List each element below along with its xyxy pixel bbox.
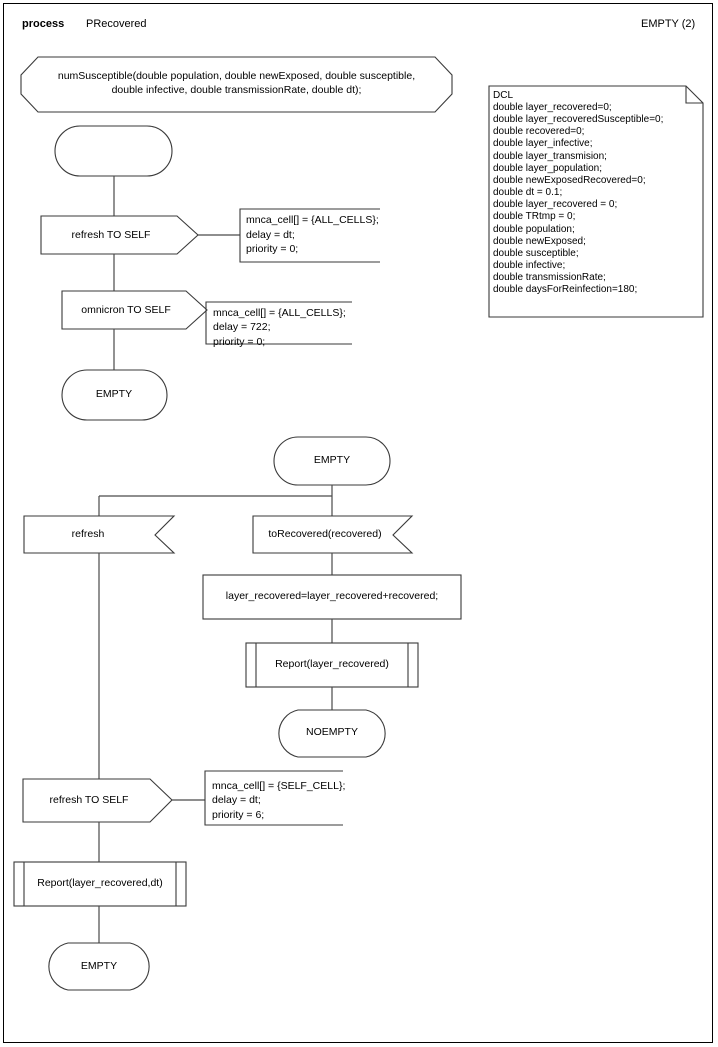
comment-1-line3: priority = 0; [246,243,299,255]
comment-box-2 [205,301,352,345]
dcl-title: DCL [493,90,514,101]
procedure-declaration-line2: double infective, double transmissionRat… [111,84,362,96]
dcl-line: double newExposed; [493,235,586,247]
state-empty-3-label: EMPTY [80,960,118,972]
input-torecovered-label: toRecovered(recovered) [268,528,382,540]
dcl-line: double layer_recoveredSusceptible=0; [493,114,664,126]
procedure-call-report-1-label: Report(layer_recovered) [275,658,389,670]
comment-2-line3: priority = 0; [213,336,266,348]
dcl-line: double layer_transmision; [493,150,607,162]
dcl-line: double daysForReinfection=180; [493,284,638,296]
state-noempty-symbol [278,709,386,758]
dcl-line: double population; [493,223,575,235]
dcl-line: double infective; [493,260,566,272]
procedure-call-report-2-label: Report(layer_recovered,dt) [37,877,163,889]
task-assignment-symbol [202,574,462,620]
dcl-note-symbol [488,85,704,318]
comment-3-line2: delay = dt; [212,794,261,806]
dcl-declaration-list: double layer_recovered=0;double layer_re… [493,102,663,297]
dcl-note-folded-corner [685,86,703,104]
state-empty-1-label: EMPTY [95,388,133,400]
procedure-declaration-line1: numSusceptible(double population, double… [57,70,416,82]
output-refresh-to-self-2-symbol [22,778,173,823]
output-refresh-to-self-1-label: refresh TO SELF [71,229,151,241]
process-keyword-label: process [22,18,65,30]
dcl-line: double TRtmp = 0; [493,211,576,223]
output-refresh-to-self-2-label: refresh TO SELF [49,794,129,806]
diagram-name-label: PRecovered [86,18,147,30]
dcl-line: double dt = 0.1; [493,187,563,199]
comment-1-line2: delay = dt; [246,229,295,241]
procedure-call-report-2-symbol [13,861,187,907]
dcl-line: double layer_population; [493,162,602,174]
comment-1-line1: mnca_cell[] = {ALL_CELLS}; [246,214,379,226]
comment-3-line3: priority = 6; [212,809,265,821]
state-start-symbol [54,125,173,177]
state-empty-2-symbol [273,436,391,486]
procedure-call-report-1-symbol [245,642,419,688]
dcl-line: double recovered=0; [493,126,585,138]
state-empty-1-symbol [61,369,168,421]
dcl-line: double layer_recovered=0; [493,102,612,113]
comment-box-3 [204,770,343,826]
output-refresh-to-self-1-symbol [40,215,199,255]
input-refresh-label: refresh [71,528,105,540]
dcl-line: double susceptible; [493,247,579,259]
comment-2-line1: mnca_cell[] = {ALL_CELLS}; [213,307,346,319]
dcl-line: double transmissionRate; [493,272,606,284]
dcl-line: double newExposedRecovered=0; [493,174,646,186]
output-omnicron-to-self-label: omnicron TO SELF [81,304,171,316]
page-label: EMPTY (2) [641,18,696,30]
state-empty-3-symbol [48,942,150,991]
comment-3-line1: mnca_cell[] = {SELF_CELL}; [212,780,346,792]
diagram-frame [3,3,713,1043]
input-refresh-symbol [23,515,176,554]
procedure-declaration-symbol [20,56,453,113]
comment-2-line2: delay = 722; [213,321,271,333]
task-assignment-label: layer_recovered=layer_recovered+recovere… [225,590,439,602]
input-torecovered-symbol [252,515,414,554]
state-empty-2-label: EMPTY [313,454,351,466]
output-omnicron-to-self-symbol [61,290,208,330]
state-noempty-label: NOEMPTY [306,726,358,738]
dcl-line: double layer_recovered = 0; [493,199,618,211]
dcl-line: double layer_infective; [493,138,593,150]
comment-box-1 [239,208,380,263]
